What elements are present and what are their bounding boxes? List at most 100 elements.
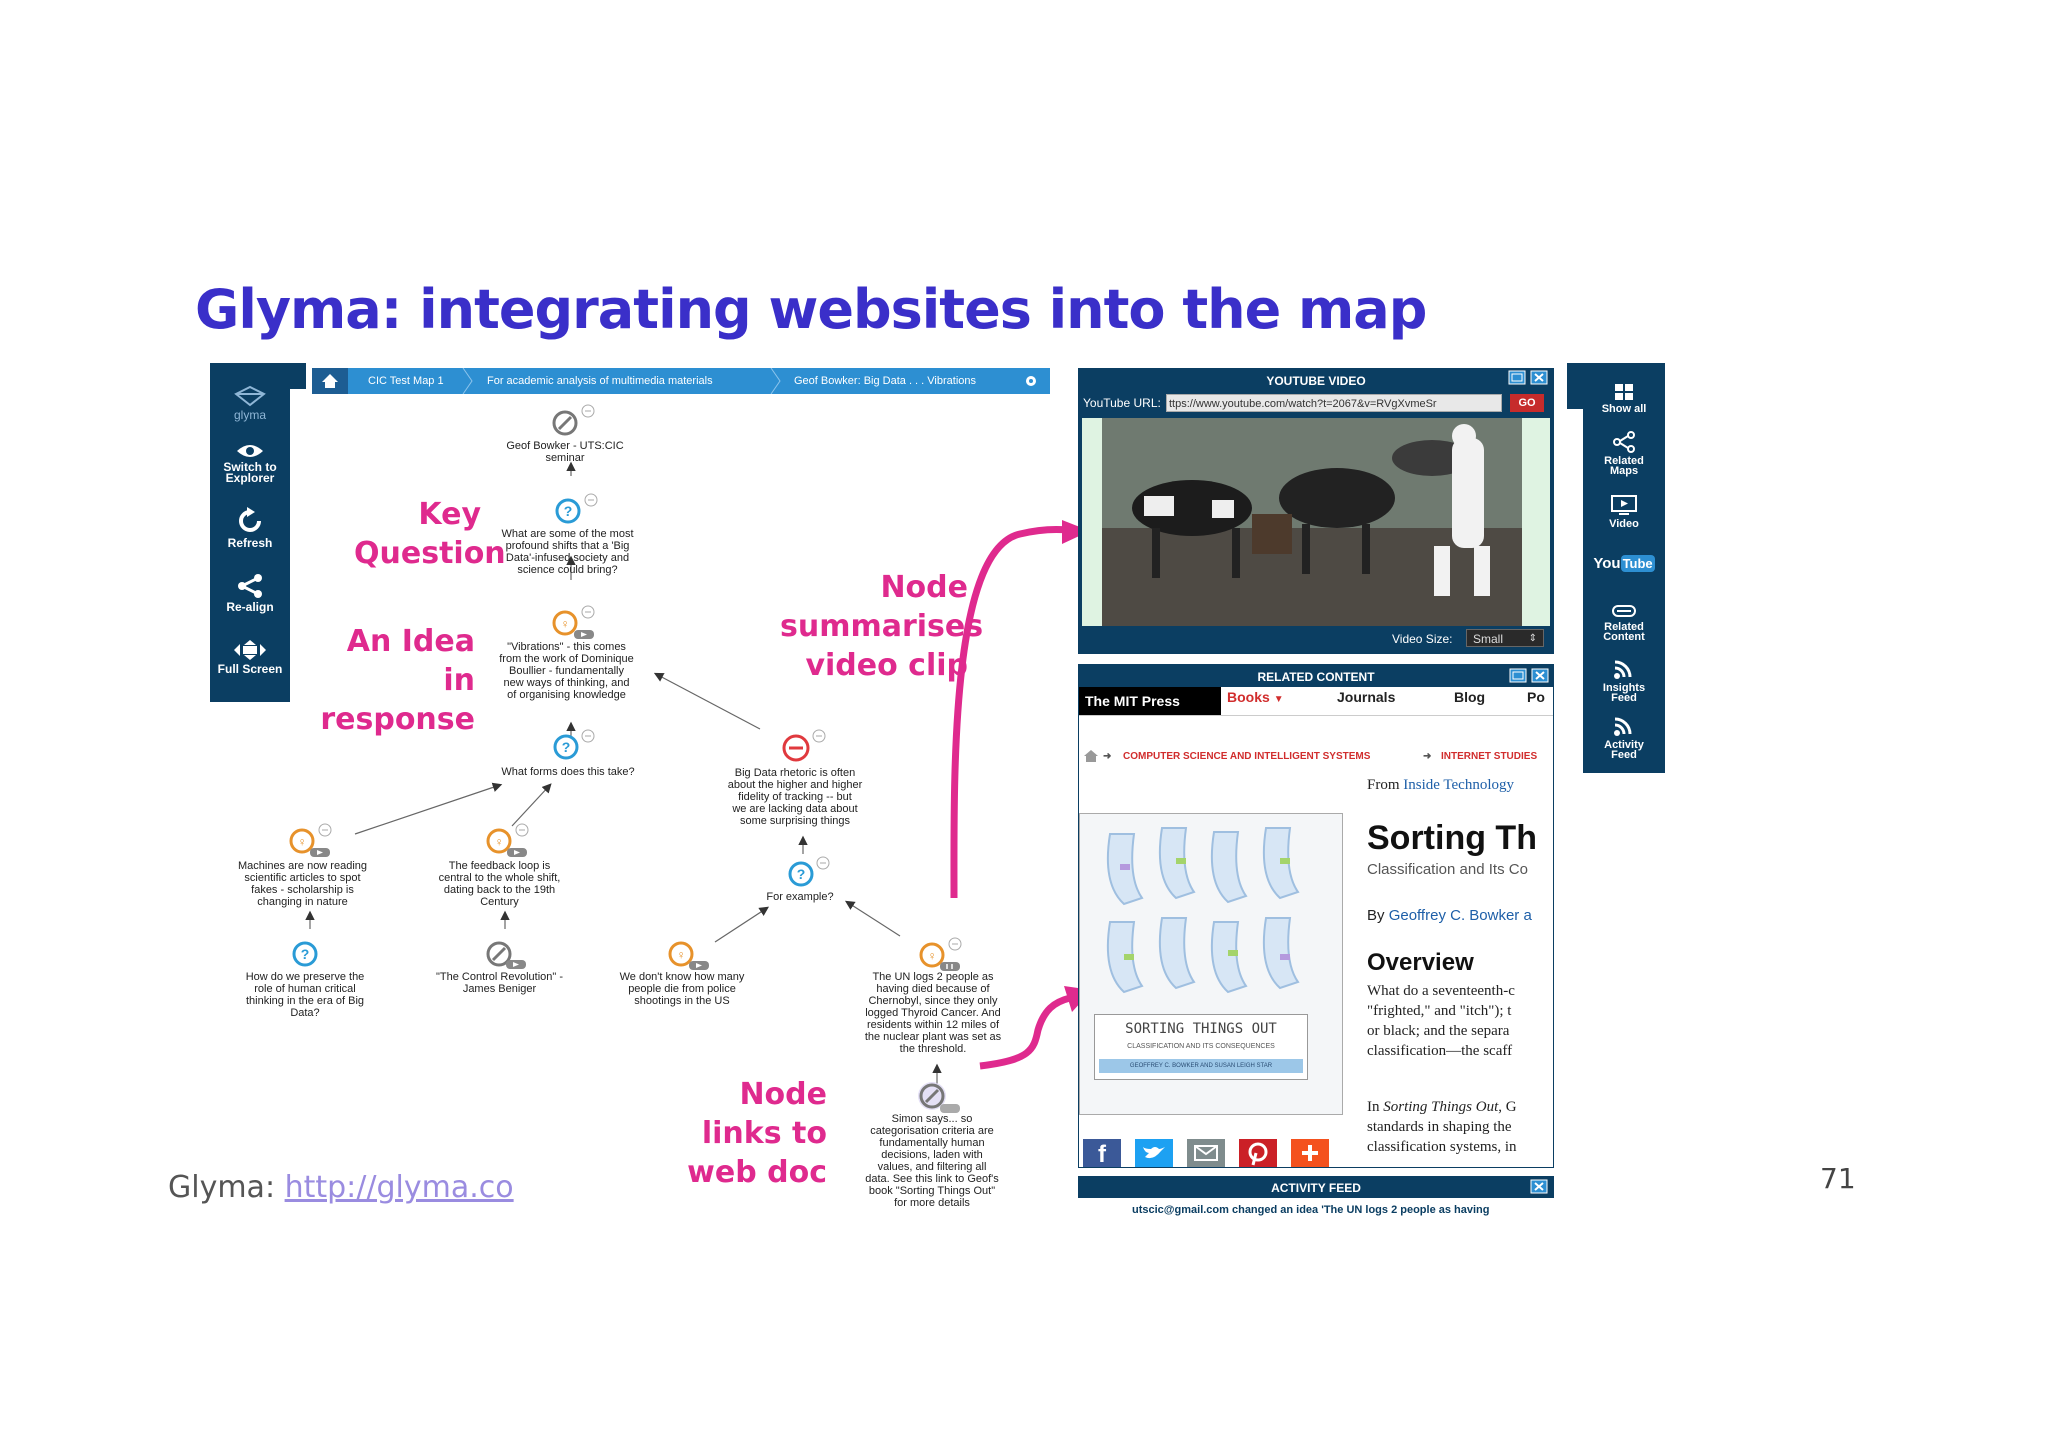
link-icon [1612, 605, 1636, 617]
breadcrumb-item-collection[interactable]: For academic analysis of multimedia mate… [487, 375, 713, 387]
activity-feed-title: ACTIVITY FEED [1271, 1181, 1361, 1195]
overview-paragraph-2: In Sorting Things Out, G standards in sh… [1367, 1099, 1517, 1155]
node-feedback-loop[interactable]: ♀ [486, 823, 529, 857]
related-maps-label: Related [1604, 455, 1644, 467]
related-content-header: RELATED CONTENT [1079, 665, 1553, 687]
from-series: From Inside Technology [1367, 777, 1515, 793]
node-police-shootings[interactable]: ♀ [668, 941, 709, 970]
crumb-arrow-icon: ➜ [1103, 751, 1112, 762]
node-big-data-rhetoric[interactable] [782, 729, 826, 762]
nav-blog[interactable]: Blog [1454, 689, 1486, 705]
glyma-link[interactable]: http://glyma.co [284, 1170, 514, 1205]
switch-to-explorer-button[interactable]: Switch to Explorer [210, 443, 290, 484]
share-icon [1613, 431, 1635, 453]
related-maps-button[interactable]: Related Maps [1583, 431, 1665, 477]
insights-feed-label: Insights [1602, 682, 1646, 694]
related-content-label: Related [1604, 621, 1644, 633]
realign-button[interactable]: Re-align [210, 573, 290, 613]
nav-po[interactable]: Po [1527, 689, 1545, 705]
realign-label: Re-align [226, 600, 274, 614]
svg-text:f: f [1098, 1141, 1107, 1167]
refresh-icon [239, 507, 261, 532]
email-icon[interactable] [1187, 1139, 1225, 1167]
node-for-example[interactable]: ? [788, 856, 830, 887]
node-preserve-critical[interactable]: ? [292, 941, 318, 967]
refresh-label: Refresh [227, 536, 273, 550]
gear-icon[interactable] [1024, 374, 1038, 388]
breadcrumb-item-map[interactable]: CIC Test Map 1 [368, 375, 444, 387]
popout-icon[interactable] [1509, 668, 1527, 683]
insights-feed-button[interactable]: Insights Feed [1583, 660, 1665, 704]
go-button[interactable]: GO [1510, 394, 1544, 412]
book-cover-image [1106, 827, 1300, 994]
cover-subtitle: CLASSIFICATION AND ITS CONSEQUENCES [1127, 1043, 1275, 1050]
left-sidebar-collapse-tab[interactable] [290, 363, 306, 389]
crumb-internet-studies[interactable]: INTERNET STUDIES [1441, 751, 1538, 762]
related-content-title: RELATED CONTENT [1257, 670, 1375, 684]
node-simon-says[interactable] [918, 1082, 960, 1113]
rss-icon [1614, 717, 1632, 736]
youtube-logo-tube: Tube [1620, 555, 1655, 572]
map-canvas: ? ♀ ? ♀ ♀ ? ? ♀ ♀ [289, 404, 962, 1113]
pinterest-icon[interactable] [1239, 1139, 1277, 1167]
footer: Glyma: http://glyma.co [168, 1170, 514, 1205]
nav-books[interactable]: Books ▼ [1227, 689, 1284, 705]
svg-text:♀: ♀ [561, 617, 570, 631]
book-cover-label: SORTING THINGS OUT CLASSIFICATION AND IT… [1094, 1014, 1308, 1080]
node-control-revolution[interactable] [486, 941, 526, 969]
close-icon[interactable] [1530, 1179, 1548, 1194]
glyma-logo[interactable]: glyma [210, 385, 290, 421]
youtube-url-input[interactable]: ttps://www.youtube.com/watch?t=2067&v=RV… [1166, 394, 1502, 412]
node-un-chernobyl[interactable]: ♀ [919, 937, 962, 971]
twitter-icon[interactable] [1135, 1139, 1173, 1167]
node-what-forms[interactable]: ? [553, 729, 595, 760]
node-vibrations-idea[interactable]: ♀ [552, 605, 595, 639]
activity-feed-label-2: Feed [1611, 749, 1637, 761]
home-icon[interactable] [1083, 749, 1099, 763]
popout-icon[interactable] [1508, 370, 1526, 385]
book-authors: By Geoffrey C. Bowker a [1367, 907, 1532, 924]
full-screen-button[interactable]: Full Screen [210, 639, 290, 675]
node-machines-reading[interactable]: ♀ [289, 823, 332, 857]
mit-press-logo[interactable]: The MIT Press [1079, 687, 1221, 715]
youtube-panel-title: YOUTUBE VIDEO [1266, 374, 1366, 388]
fullscreen-icon [234, 640, 266, 660]
close-icon[interactable] [1530, 370, 1548, 385]
breadcrumb-item-current[interactable]: Geof Bowker: Big Data . . . Vibrations [794, 375, 976, 387]
youtube-video-panel: YOUTUBE VIDEO YouTube URL: ttps://www.yo… [1078, 368, 1554, 654]
home-button[interactable] [312, 368, 348, 394]
breadcrumb: CIC Test Map 1 For academic analysis of … [312, 368, 1050, 394]
video-size-select[interactable]: Small⇕ [1466, 629, 1544, 647]
select-arrows-icon: ⇕ [1528, 633, 1537, 644]
insights-feed-label-2: Feed [1611, 692, 1637, 704]
node-geof-bowker[interactable] [552, 404, 595, 436]
activity-item[interactable]: utscic@gmail.com changed an idea 'The UN… [1132, 1204, 1490, 1216]
refresh-button[interactable]: Refresh [210, 507, 290, 549]
author-link[interactable]: Geoffrey C. Bowker a [1388, 907, 1532, 924]
chevron-down-icon: ▼ [1273, 694, 1284, 705]
node-text-control: "The Control Revolution" -James Beniger [435, 971, 564, 995]
crumb-computer-science[interactable]: COMPUTER SCIENCE AND INTELLIGENT SYSTEMS [1123, 751, 1371, 762]
video-button[interactable]: Video [1583, 494, 1665, 530]
node-key-question[interactable]: ? [555, 493, 598, 524]
right-sidebar-collapse-tab[interactable] [1567, 363, 1583, 409]
related-content-button[interactable]: Related Content [1583, 603, 1665, 643]
close-icon[interactable] [1531, 668, 1549, 683]
facebook-icon[interactable]: f [1083, 1139, 1121, 1167]
show-all-button[interactable]: Show all [1583, 383, 1665, 415]
video-player[interactable] [1082, 418, 1550, 626]
nav-journals[interactable]: Journals [1337, 689, 1396, 705]
book-cover[interactable]: SORTING THINGS OUT CLASSIFICATION AND IT… [1079, 813, 1343, 1115]
left-sidebar: glyma Switch to Explorer Refresh Re-alig… [210, 363, 290, 702]
series-link[interactable]: Inside Technology [1403, 777, 1515, 793]
activity-feed-button[interactable]: Activity Feed [1583, 717, 1665, 761]
add-share-icon[interactable] [1291, 1139, 1329, 1167]
